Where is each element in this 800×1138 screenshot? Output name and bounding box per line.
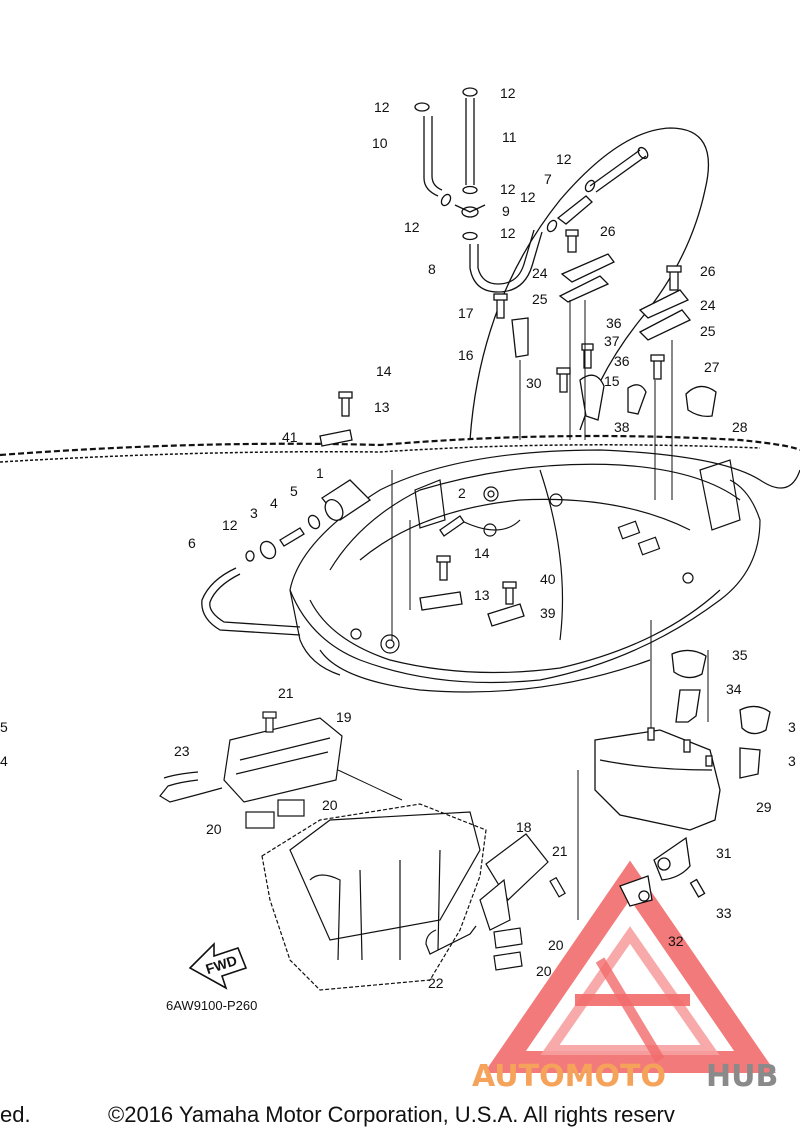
- callout-10: 10: [372, 135, 388, 151]
- callout-24b: 24: [700, 297, 716, 313]
- callout-3-right-b: 3: [788, 753, 796, 769]
- drain-fittings: [201, 391, 525, 636]
- footer: ed. ©2016 Yamaha Motor Corporation, U.S.…: [0, 1102, 800, 1134]
- callout-12d: 12: [404, 219, 420, 235]
- part-callouts: 1 2 3 4 5 6 7 8 9 10 11 12 12 12 12 12 1…: [0, 85, 796, 1013]
- callout-3: 3: [250, 505, 258, 521]
- callout-12e: 12: [500, 225, 516, 241]
- callout-24a: 24: [532, 265, 548, 281]
- callout-40: 40: [540, 571, 556, 587]
- callout-27: 27: [704, 359, 720, 375]
- callout-13b: 13: [474, 587, 490, 603]
- callout-20b: 20: [206, 821, 222, 837]
- vapor-separator: [594, 649, 771, 907]
- copyright-text: ©2016 Yamaha Motor Corporation, U.S.A. A…: [108, 1102, 675, 1127]
- callout-2: 2: [458, 485, 466, 501]
- callout-11: 11: [502, 129, 517, 145]
- callout-9: 9: [502, 203, 510, 219]
- brackets-upper: [493, 229, 717, 421]
- callout-36b: 36: [614, 353, 630, 369]
- callout-5: 5: [290, 483, 298, 499]
- callout-4-left: 4: [0, 753, 8, 769]
- brand-right-text: HUB: [706, 1059, 778, 1094]
- callout-21a: 21: [278, 685, 294, 701]
- footer-left-fragment: ed.: [0, 1102, 31, 1127]
- callout-31: 31: [716, 845, 732, 861]
- callout-13a: 13: [374, 399, 390, 415]
- callout-28: 28: [732, 419, 748, 435]
- reference-code: 6AW9100-P260: [166, 998, 257, 1013]
- callout-17: 17: [458, 305, 474, 321]
- automotohub-wordmark: AUTOMOTO HUB: [472, 1059, 778, 1094]
- callout-5-left: 5: [0, 719, 8, 735]
- callout-22: 22: [428, 975, 444, 991]
- callout-21b: 21: [552, 843, 568, 859]
- callout-7: 7: [544, 171, 552, 187]
- callout-26a: 26: [600, 223, 616, 239]
- callout-4: 4: [270, 495, 278, 511]
- callout-16: 16: [458, 347, 474, 363]
- callout-41: 41: [282, 429, 298, 445]
- callout-38: 38: [614, 419, 630, 435]
- callout-20d: 20: [536, 963, 552, 979]
- callout-25a: 25: [532, 291, 548, 307]
- callout-12f: 12: [520, 189, 536, 205]
- callout-1: 1: [316, 465, 324, 481]
- oil-pan-assembly: [159, 711, 566, 991]
- callout-6: 6: [188, 535, 196, 551]
- callout-12g: 12: [556, 151, 572, 167]
- callout-3-right-a: 3: [788, 719, 796, 735]
- callout-36a: 36: [606, 315, 622, 331]
- callout-14b: 14: [474, 545, 490, 561]
- callout-33: 33: [716, 905, 732, 921]
- automotohub-logo: [484, 860, 776, 1073]
- callout-30: 30: [526, 375, 542, 391]
- callout-12b: 12: [500, 85, 516, 101]
- callout-34: 34: [726, 681, 742, 697]
- callout-12a: 12: [374, 99, 390, 115]
- upper-hoses: [414, 87, 710, 441]
- callout-8: 8: [428, 261, 436, 277]
- callout-19: 19: [336, 709, 352, 725]
- bottom-cowling: [0, 434, 800, 693]
- callout-15: 15: [604, 373, 620, 389]
- callout-25b: 25: [700, 323, 716, 339]
- callout-23: 23: [174, 743, 190, 759]
- callout-26b: 26: [700, 263, 716, 279]
- brand-left-text: AUTOMOTO: [472, 1059, 666, 1094]
- callout-37: 37: [604, 333, 620, 349]
- callout-20a: 20: [322, 797, 338, 813]
- callout-20c: 20: [548, 937, 564, 953]
- callout-29: 29: [756, 799, 772, 815]
- fwd-arrow-icon: [188, 942, 248, 990]
- callout-12c: 12: [500, 181, 516, 197]
- callout-14a: 14: [376, 363, 392, 379]
- callout-35: 35: [732, 647, 748, 663]
- callout-12h: 12: [222, 517, 238, 533]
- callout-39: 39: [540, 605, 556, 621]
- callout-32: 32: [668, 933, 684, 949]
- leader-lines: [337, 300, 709, 920]
- callout-18: 18: [516, 819, 532, 835]
